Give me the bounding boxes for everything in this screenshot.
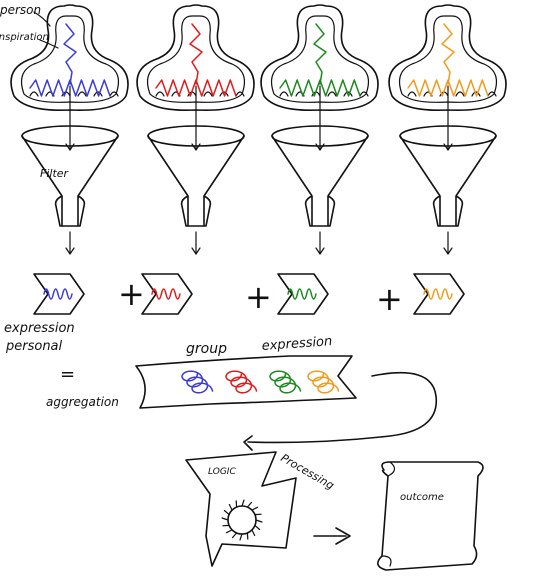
person-head-2 — [136, 4, 255, 151]
brain-fold — [219, 91, 229, 97]
plus-operator-1: + — [118, 275, 145, 313]
plus-operator-2: + — [245, 278, 272, 316]
label-inspiration: inspiration — [0, 32, 49, 43]
expression-chevron-4 — [413, 273, 465, 315]
arrow-head — [443, 247, 453, 255]
pointer-line-inspiration — [39, 39, 59, 49]
brain-fold — [455, 91, 465, 97]
brain-fold — [235, 91, 245, 97]
label-expression: expression — [261, 334, 333, 354]
person-heads — [10, 4, 507, 151]
plus-operator-3: + — [376, 280, 403, 318]
label-filter: Filter — [40, 167, 70, 180]
gear-icon — [221, 499, 263, 541]
brain-fold — [109, 91, 119, 97]
chevron-scribble — [43, 288, 73, 300]
processing-box — [185, 451, 297, 567]
flow-curve-to-processing — [247, 371, 438, 444]
person-head-1 — [10, 4, 129, 151]
head-outline — [388, 4, 507, 112]
arrow-head — [191, 247, 201, 255]
brain-fold — [359, 91, 369, 97]
expression-chevron-3 — [277, 273, 329, 315]
outcome-scroll-curl-top — [387, 461, 396, 477]
label-expression-personal-2: personal — [5, 339, 63, 354]
brain-fold — [327, 91, 337, 97]
chevron-scribble — [151, 288, 181, 300]
arrow-to-outcome-head — [335, 527, 351, 545]
brain-fold — [343, 91, 353, 97]
head-outline — [10, 4, 129, 112]
brain-fold — [487, 91, 497, 97]
group-spiral-1 — [181, 370, 214, 394]
group-spiral-3 — [269, 370, 302, 394]
label-aggregation: aggregation — [46, 395, 119, 409]
funnel-2 — [147, 125, 245, 227]
label-person: person — [0, 3, 41, 17]
group-spiral-4 — [307, 370, 340, 394]
expression-chevrons — [33, 273, 465, 315]
label-processing: Processing — [279, 451, 337, 492]
down-arrows — [65, 231, 453, 255]
chevron-outline — [141, 273, 193, 315]
down-arrow-4 — [443, 231, 453, 255]
expression-wave — [407, 79, 489, 97]
down-arrow-1 — [65, 231, 75, 255]
funnel-4 — [399, 125, 497, 227]
expression-wave — [29, 79, 111, 97]
label-expression-personal-1: expression — [4, 321, 75, 336]
chevron-outline — [33, 273, 85, 315]
down-arrow-3 — [315, 231, 325, 255]
brain-fold — [279, 91, 289, 97]
person-head-3 — [260, 4, 379, 151]
chevron-scribble — [287, 288, 317, 300]
funnel-body — [21, 135, 119, 227]
brain-fold — [29, 91, 39, 97]
flow-arrowhead — [243, 435, 253, 451]
expression-wave — [155, 79, 237, 97]
equals-sign: = — [60, 364, 75, 385]
arrow-head — [315, 247, 325, 255]
chevron-outline — [277, 273, 329, 315]
expression-chevron-2 — [141, 273, 193, 315]
label-logic: LOGIC — [208, 467, 236, 477]
filter-funnels — [21, 125, 497, 227]
outcome-scroll — [377, 461, 484, 571]
funnel-1 — [21, 125, 119, 227]
outcome-scroll-curl-bottom — [381, 555, 392, 567]
funnel-body — [147, 135, 245, 227]
arrow-head — [65, 247, 75, 255]
down-arrow-2 — [191, 231, 201, 255]
brain-fold — [407, 91, 417, 97]
label-group: group — [186, 341, 227, 357]
group-spiral-2 — [225, 370, 258, 394]
brain-fold — [93, 91, 103, 97]
head-outline — [260, 4, 379, 112]
chevron-scribble — [423, 288, 453, 300]
person-head-4 — [388, 4, 507, 151]
head-outline — [136, 4, 255, 112]
brain-fold — [471, 91, 481, 97]
funnel-body — [399, 135, 497, 227]
brain-fold — [77, 91, 87, 97]
group-expression-spirals — [181, 370, 340, 394]
funnel-body — [271, 135, 369, 227]
brain-fold — [203, 91, 213, 97]
inspiration-scribble — [63, 23, 77, 85]
expression-chevron-1 — [33, 273, 85, 315]
funnel-3 — [271, 125, 369, 227]
inspiration-scribble — [313, 23, 327, 85]
chevron-outline — [413, 273, 465, 315]
expression-wave — [279, 79, 361, 97]
inspiration-scribble — [189, 23, 203, 85]
label-outcome: outcome — [400, 492, 444, 503]
pointer-line-person — [33, 11, 51, 27]
group-banner-outline — [135, 355, 357, 409]
inspiration-scribble — [441, 23, 455, 85]
brain-fold — [155, 91, 165, 97]
